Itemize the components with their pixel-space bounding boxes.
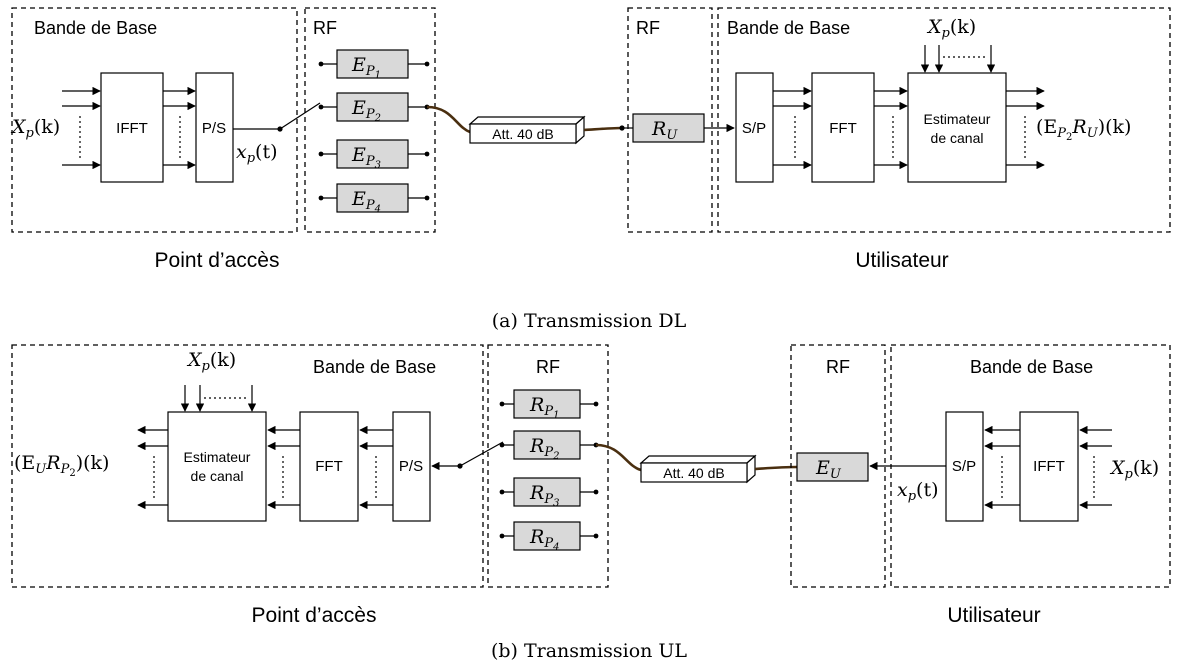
dl-diagram: Bande de Base Xp(k) IFFT P/S xp(t) RF bbox=[10, 7, 1171, 332]
dl-estimator-outputs bbox=[1006, 86, 1045, 170]
dl-fft-block bbox=[811, 72, 875, 183]
dl-attenuator: Att. 40 dB bbox=[468, 115, 586, 145]
dl-ifft-label: IFFT bbox=[116, 120, 148, 137]
ul-ifft-sp-links bbox=[984, 425, 1020, 510]
dl-switch bbox=[277, 102, 321, 132]
dl-user-baseband-box bbox=[717, 7, 1171, 233]
svg-text:EP2: EP2 bbox=[351, 97, 381, 124]
dl-user-rf-box bbox=[627, 7, 713, 233]
dl-estimator-block bbox=[907, 72, 1007, 183]
dl-estimator-line2: de canal bbox=[931, 130, 984, 146]
dl-ap-baseband-box bbox=[11, 7, 298, 233]
dl-ap-baseband-title: Bande de Base bbox=[34, 18, 157, 38]
dl-sp-label: S/P bbox=[742, 120, 766, 137]
ul-ifft-inputs bbox=[1079, 425, 1112, 510]
dl-filter-4: EP4 bbox=[318, 183, 430, 215]
ul-fft-block bbox=[299, 411, 359, 522]
dl-output-label: (EP2RU)(k) bbox=[1036, 116, 1131, 143]
ul-right-label: Utilisateur bbox=[947, 604, 1040, 627]
dl-sp-block bbox=[735, 72, 774, 183]
ul-cable-out bbox=[754, 465, 798, 471]
dl-right-label: Utilisateur bbox=[855, 249, 948, 272]
dl-filter-bank: EP1 EP2 EP3 EP4 bbox=[318, 49, 430, 215]
ul-ap-baseband-box bbox=[11, 344, 484, 588]
ul-sp-block bbox=[945, 411, 984, 522]
svg-text:RP4: RP4 bbox=[529, 526, 559, 553]
dl-ifft-inputs bbox=[62, 86, 101, 170]
ul-tx-filter-label: EU bbox=[815, 457, 842, 482]
ul-ap-rf-title: RF bbox=[536, 357, 560, 377]
ul-estimator-block bbox=[167, 411, 267, 522]
ul-user-rf-box bbox=[790, 344, 886, 588]
dl-ap-rf-title: RF bbox=[313, 18, 337, 38]
ul-tx-filter bbox=[796, 452, 869, 482]
dl-pilot-label: Xp(k) bbox=[926, 16, 976, 41]
dl-signal-label: xp(t) bbox=[236, 141, 278, 166]
dl-cable-out bbox=[583, 126, 623, 132]
ul-user-baseband-title: Bande de Base bbox=[970, 357, 1093, 377]
svg-text:EP1: EP1 bbox=[351, 54, 381, 81]
ul-user-rf-title: RF bbox=[826, 357, 850, 377]
dl-filter-1: EP1 bbox=[318, 49, 430, 81]
dl-fft-est-links bbox=[874, 86, 908, 170]
ul-filter-2: RP2 bbox=[499, 430, 599, 462]
ul-ifft-block bbox=[1019, 411, 1079, 522]
ul-estimator-line1: Estimateur bbox=[184, 449, 251, 465]
dl-sp-fft-links bbox=[773, 86, 812, 170]
ul-ps-block bbox=[392, 411, 431, 522]
dl-cable-in bbox=[426, 105, 471, 134]
ul-filter-bank: RP1 RP2 RP3 RP4 bbox=[499, 389, 599, 553]
dl-input-label: Xp(k) bbox=[10, 116, 60, 141]
ul-estimator-line2: de canal bbox=[191, 468, 244, 484]
ul-pilot-arrows bbox=[180, 385, 257, 412]
ul-filter-3: RP3 bbox=[499, 477, 599, 509]
dl-ps-label: P/S bbox=[202, 120, 226, 137]
dl-filter-3: EP3 bbox=[318, 139, 430, 171]
ul-cable-in bbox=[595, 443, 642, 472]
ul-attenuator: Att. 40 dB bbox=[639, 454, 757, 484]
dl-left-label: Point d’accès bbox=[155, 249, 280, 272]
dl-estimator-line1: Estimateur bbox=[924, 111, 991, 127]
ul-left-label: Point d’accès bbox=[252, 604, 377, 627]
ul-filter-4: RP4 bbox=[499, 521, 599, 553]
dl-user-baseband-title: Bande de Base bbox=[727, 18, 850, 38]
ul-filter-1: RP1 bbox=[499, 389, 599, 421]
ul-diagram: Bande de Base Xp(k) Estimateur de canal … bbox=[11, 344, 1171, 662]
dl-caption: (a) Transmission DL bbox=[492, 310, 687, 332]
ul-sp-label: S/P bbox=[952, 458, 976, 475]
dl-pilot-arrows bbox=[920, 45, 996, 73]
ul-fft-label: FFT bbox=[315, 458, 343, 475]
dl-fft-label: FFT bbox=[829, 120, 857, 137]
svg-text:RP3: RP3 bbox=[529, 482, 559, 509]
svg-text:EP3: EP3 bbox=[351, 144, 381, 171]
dl-user-rf-title: RF bbox=[636, 18, 660, 38]
ul-fft-est-links bbox=[267, 425, 300, 510]
ul-output-label: (EURP2)(k) bbox=[14, 452, 109, 479]
ul-ifft-label: IFFT bbox=[1033, 458, 1065, 475]
dl-ap-rf-box bbox=[304, 7, 436, 233]
dl-ifft-block bbox=[100, 72, 164, 183]
ul-switch bbox=[431, 441, 504, 471]
dl-rx-filter-label: RU bbox=[651, 118, 678, 143]
ul-estimator-outputs bbox=[137, 425, 168, 510]
svg-text:Att. 40 dB: Att. 40 dB bbox=[492, 126, 553, 142]
ul-ps-fft-links bbox=[359, 425, 393, 510]
ul-user-baseband-box bbox=[890, 344, 1171, 588]
ul-signal-label: xp(t) bbox=[897, 479, 939, 504]
ul-caption: (b) Transmission UL bbox=[491, 640, 687, 662]
ul-ps-label: P/S bbox=[399, 458, 423, 475]
dl-ps-block bbox=[195, 72, 234, 183]
ul-pilot-label: Xp(k) bbox=[186, 349, 236, 374]
svg-text:RP1: RP1 bbox=[529, 394, 559, 421]
ul-input-label: Xp(k) bbox=[1109, 457, 1159, 482]
svg-text:RP2: RP2 bbox=[529, 435, 559, 462]
svg-text:Att. 40 dB: Att. 40 dB bbox=[663, 465, 724, 481]
dl-ifft-ps-links bbox=[163, 86, 196, 170]
dl-filter-2: EP2 bbox=[318, 92, 430, 124]
ul-ap-baseband-title: Bande de Base bbox=[313, 357, 436, 377]
svg-text:EP4: EP4 bbox=[351, 188, 381, 215]
ul-ap-rf-box bbox=[487, 344, 609, 588]
